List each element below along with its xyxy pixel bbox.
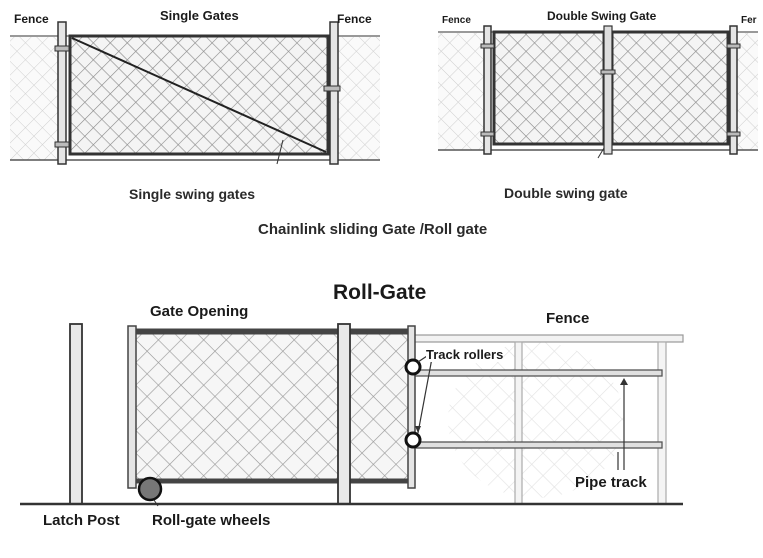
fence-mesh-ghost [448, 342, 624, 498]
pipe-track-label: Pipe track [575, 474, 647, 491]
track-rollers-label: Track rollers [426, 347, 504, 362]
roll-gate-post [337, 323, 351, 505]
fence-label: Fence [546, 310, 590, 327]
latch-post-label: Latch Post [43, 512, 120, 529]
gate-end-upright [127, 325, 137, 489]
right-gate-post [729, 25, 738, 155]
roll-gate-mesh [134, 330, 412, 482]
double-gate-left-fence-label: Fence [442, 15, 471, 26]
single-gate-caption: Single swing gates [129, 186, 256, 202]
right-fence-mesh [736, 32, 758, 150]
hinge-bottom [480, 131, 495, 137]
left-fence-mesh [10, 36, 62, 160]
gate-right-upright [407, 325, 416, 489]
hinge-top [54, 45, 70, 52]
pipe-track-arrowhead [620, 378, 628, 385]
fence-post-end [657, 341, 667, 505]
track-roller-lower [404, 431, 422, 449]
right-leaf-mesh [612, 32, 728, 144]
center-drop-rod [603, 25, 613, 155]
roll-gate-title: Roll-Gate [333, 281, 427, 304]
section-heading: Chainlink sliding Gate /Roll gate [258, 221, 488, 238]
double-gate-diagram [438, 25, 758, 159]
gate-opening-label: Gate Opening [150, 303, 249, 320]
single-gate-title: Single Gates [160, 8, 239, 23]
right-gate-post [329, 21, 339, 165]
double-gate-caption: Double swing gate [504, 185, 628, 201]
track-rollers-arrow-lower [417, 357, 433, 434]
left-fence-mesh [438, 32, 488, 150]
left-gate-post [483, 25, 492, 155]
latch-post [69, 323, 83, 505]
latch [323, 85, 341, 92]
pointer-arrow [276, 139, 284, 165]
hinge-bottom [54, 141, 70, 148]
roll-gate-wheel [137, 476, 163, 502]
drop-rod-pointer [597, 147, 605, 159]
fence-post-middle [514, 341, 523, 505]
left-leaf-mesh [494, 32, 604, 144]
left-gate-post [57, 21, 67, 165]
single-gate-right-fence-label: Fence [337, 12, 372, 26]
gate-frame [68, 34, 330, 156]
roll-gate-diagram [20, 323, 684, 507]
wheels-arrow [153, 499, 159, 507]
right-fence-mesh [336, 36, 380, 160]
hinge-top-right [726, 43, 741, 49]
gate-diagonal-brace [71, 37, 327, 153]
track-roller-upper [404, 358, 422, 376]
single-gate-left-fence-label: Fence [14, 12, 49, 26]
single-gate-diagram [10, 21, 380, 165]
hinge-bottom-right [726, 131, 741, 137]
center-latch [600, 69, 616, 75]
roll-gate-wheels-label: Roll-gate wheels [152, 512, 271, 529]
double-gate-title: Double Swing Gate [547, 9, 657, 23]
double-gate-right-fence-label: Fer [741, 15, 757, 26]
hinge-top [480, 43, 495, 49]
track-rollers-arrowhead [415, 426, 421, 433]
